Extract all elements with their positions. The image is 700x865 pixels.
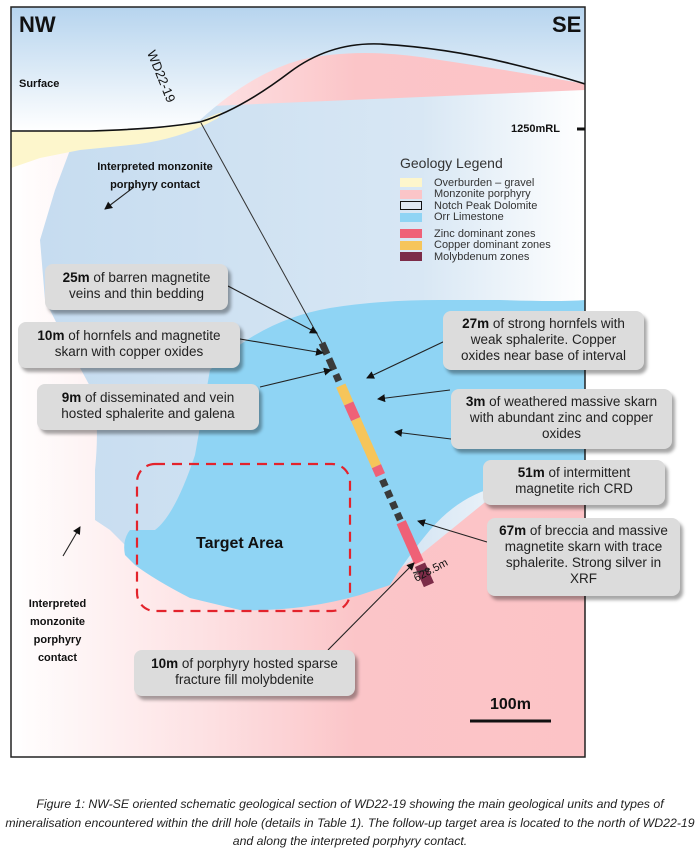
callout-interval: 3m [465, 394, 486, 409]
legend-swatch [400, 212, 422, 222]
surface-label: Surface [19, 78, 60, 90]
contact-note-lower-line: monzonite [30, 616, 85, 628]
se-label: SE [552, 12, 582, 37]
contact-note-lower-line: Interpreted [28, 598, 87, 610]
legend-swatch [400, 252, 422, 262]
legend-item: Zinc dominant zones [400, 228, 580, 240]
drill-interval-zinc [344, 401, 361, 422]
drill-interval-dolomite [318, 341, 331, 356]
scale-bar-label: 100m [490, 696, 531, 713]
target-area-label: Target Area [196, 535, 284, 552]
callout-arrow-barren-magnetite [227, 285, 318, 334]
legend-item: Notch Peak Dolomite [400, 200, 580, 212]
hole-end-tick [412, 568, 431, 574]
callout-breccia-skarn: 67m of breccia and massive magnetite ska… [487, 518, 680, 596]
target-area-outline [135, 462, 352, 613]
drill-interval-zinc [396, 520, 424, 565]
contact-note-upper: Interpreted monzonite porphyry contact [80, 158, 230, 194]
callout-arrow-hornfels-magnetite [239, 338, 324, 356]
legend-label: Zinc dominant zones [434, 227, 536, 240]
callout-strong-hornfels: 27m of strong hornfels with weak sphaler… [443, 311, 644, 370]
callout-magnetite-crd: 51m of intermittent magnetite rich CRD [483, 460, 665, 505]
sky [11, 7, 585, 131]
callout-barren-magnetite: 25m of barren magnetite veins and thin b… [45, 264, 228, 310]
contact-note-upper-line: porphyry contact [110, 179, 200, 191]
section-canvas [10, 6, 586, 758]
contact-note-lower: Interpreted monzonite porphyry contact [20, 595, 95, 667]
legend-label: Monzonite porphyry [434, 188, 531, 201]
callout-text: of strong hornfels with weak sphalerite.… [460, 316, 627, 363]
legend-title: Geology Legend [400, 155, 503, 171]
callout-arrow-strong-hornfels [366, 340, 446, 379]
legend-item: Copper dominant zones [400, 239, 580, 252]
contact-arrow-lower [62, 526, 81, 557]
legend-swatch [400, 201, 422, 211]
callout-weathered-skarn: 3m of weathered massive skarn with abund… [451, 389, 672, 449]
callout-arrow-weathered-skarn [377, 389, 451, 403]
callout-text: of intermittent magnetite rich CRD [515, 465, 633, 496]
drill-interval-dolomite [332, 372, 343, 383]
callout-arrow-porphyry-moly [327, 562, 415, 651]
legend-label: Notch Peak Dolomite [434, 199, 538, 212]
drill-interval-dolomite [384, 489, 394, 499]
drill-interval-dolomite [389, 500, 399, 511]
callout-interval: 10m [151, 656, 179, 671]
contact-note-lower-line: porphyry [33, 634, 82, 646]
legend-swatch [400, 229, 422, 239]
contact-arrow-upper [104, 186, 135, 210]
drill-interval-copper [336, 383, 354, 406]
callout-text: of disseminated and vein hosted sphaleri… [61, 390, 235, 421]
legend-label: Overburden – gravel [434, 176, 535, 189]
callout-interval: 25m [62, 270, 90, 285]
legend-label: Orr Limestone [434, 211, 504, 224]
callout-arrow-breccia-skarn [417, 519, 488, 543]
callout-text: of barren magnetite veins and thin beddi… [68, 270, 211, 301]
elevation-label: 1250mRL [511, 123, 560, 135]
legend-swatch [400, 189, 422, 199]
nw-label: NW [19, 12, 56, 37]
callout-porphyry-moly: 10m of porphyry hosted sparse fracture f… [134, 650, 355, 696]
drill-interval-dolomite [394, 511, 404, 522]
legend-swatch [400, 240, 422, 250]
drill-interval-zinc [371, 464, 385, 478]
geological-section: NW SE WD22-19 Surface 1250mRL 100m Targe… [10, 6, 680, 758]
callout-text: of weathered massive skarn with abundant… [469, 394, 658, 441]
drill-trace [200, 122, 323, 344]
overburden-unit [11, 112, 222, 168]
contact-note-upper-line: Interpreted monzonite [97, 161, 213, 173]
callout-interval: 9m [61, 390, 82, 405]
callout-interval: 10m [37, 328, 65, 343]
drill-intervals [318, 341, 434, 588]
callout-text: of porphyry hosted sparse fracture fill … [175, 656, 338, 687]
legend-item: Orr Limestone [400, 211, 580, 224]
callout-text: of hornfels and magnetite skarn with cop… [54, 328, 221, 359]
callout-interval: 51m [517, 465, 545, 480]
legend-item: Monzonite porphyry [400, 188, 580, 201]
drill-interval-dolomite [379, 478, 389, 488]
drill-interval-molybdenum [414, 562, 434, 588]
callout-interval: 67m [499, 523, 527, 538]
orr-limestone-unit [124, 300, 585, 611]
section-frame [10, 6, 586, 758]
legend-label: Copper dominant zones [434, 239, 551, 252]
callout-interval: 27m [462, 316, 490, 331]
callout-text: of breccia and massive magnetite skarn w… [504, 523, 668, 586]
contact-note-lower-line: contact [37, 652, 78, 664]
callout-arrow-sphalerite-galena [259, 367, 332, 388]
callout-hornfels-magnetite: 10m of hornfels and magnetite skarn with… [18, 322, 240, 368]
callout-sphalerite-galena: 9m of disseminated and vein hosted sphal… [37, 384, 259, 430]
legend-swatch [400, 178, 422, 188]
legend-label: Molybdenum zones [434, 250, 530, 263]
figure-caption: Figure 1: NW-SE oriented schematic geolo… [5, 797, 695, 848]
legend-item: Overburden – gravel [400, 177, 580, 189]
drill-interval-copper [351, 417, 382, 469]
surface-line [11, 43, 585, 132]
legend-item: Molybdenum zones [400, 251, 580, 263]
drill-interval-dolomite [325, 357, 338, 372]
